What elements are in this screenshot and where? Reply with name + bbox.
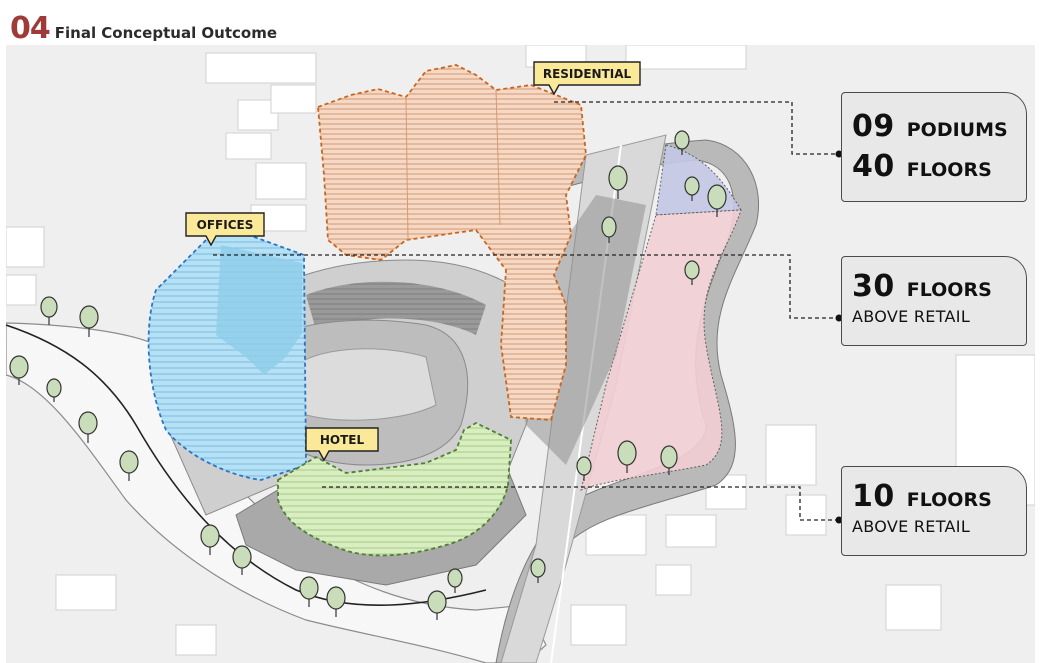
hotel-floors-note: ABOVE RETAIL (852, 517, 971, 536)
info-row-offices-floors: 30 FLOORS (852, 267, 1016, 307)
callout-hotel-label: HOTEL (320, 433, 365, 447)
residential-floors-unit: FLOORS (906, 159, 992, 181)
info-row-hotel-floors: 10 FLOORS (852, 477, 1016, 517)
info-box-hotel: 10 FLOORS ABOVE RETAIL (841, 466, 1027, 556)
callout-residential: RESIDENTIAL (533, 61, 641, 96)
podiums-unit: PODIUMS (906, 119, 1008, 141)
leader-dot-hotel (835, 516, 843, 524)
podium-atrium (295, 348, 437, 421)
leader-dot-offices (835, 314, 843, 322)
info-row-podiums: 09 PODIUMS (852, 107, 1016, 147)
info-box-offices: 30 FLOORS ABOVE RETAIL (841, 256, 1027, 346)
offices-floors-unit: FLOORS (906, 279, 992, 301)
page-header: 04 Final Conceptual Outcome (10, 8, 277, 44)
callout-hotel: HOTEL (305, 427, 379, 462)
callout-offices: OFFICES (185, 212, 265, 247)
hotel-floors-count: 10 (852, 479, 895, 514)
podiums-count: 09 (852, 109, 895, 144)
residential-edge (495, 89, 501, 226)
callout-residential-label: RESIDENTIAL (543, 67, 632, 81)
offices-floors-note: ABOVE RETAIL (852, 307, 971, 326)
podium-roof-ring (306, 281, 486, 335)
leader-line-hotel (322, 486, 839, 521)
leader-line-offices (213, 254, 839, 319)
trees (9, 130, 727, 620)
leader-dots (835, 150, 843, 524)
hotel-floors-unit: FLOORS (906, 489, 992, 511)
residential-tower (317, 64, 587, 421)
hotel-building (277, 421, 512, 557)
residential-floors-count: 40 (852, 149, 895, 184)
landscape-zone-pink (580, 209, 742, 491)
offices-facade (216, 245, 302, 375)
callout-offices-label: OFFICES (197, 218, 254, 232)
leader-lines (213, 101, 839, 521)
section-number: 04 (10, 11, 51, 46)
residential-edge (405, 96, 409, 241)
section-title: Final Conceptual Outcome (54, 24, 278, 42)
info-row-floors: 40 FLOORS (852, 147, 1016, 187)
info-box-residential: 09 PODIUMS 40 FLOORS (841, 92, 1027, 202)
leader-dot-residential (835, 150, 843, 158)
offices-floors-count: 30 (852, 269, 895, 304)
leader-line-residential (554, 101, 839, 155)
